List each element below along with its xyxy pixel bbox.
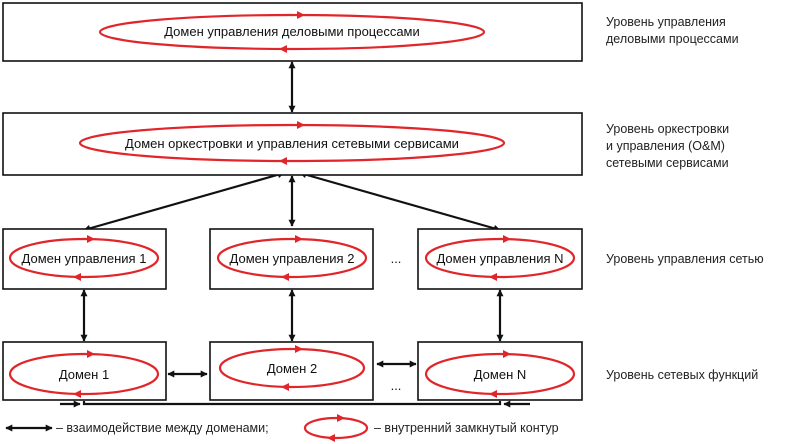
- mgmt-2-label: Домен управления 2: [230, 251, 355, 266]
- orchestration-domain-label: Домен оркестровки и управления сетевыми …: [125, 136, 459, 151]
- mgmt-n-loop: [424, 237, 576, 279]
- func-1-box: [2, 341, 167, 401]
- func-1-label: Домен 1: [59, 367, 109, 382]
- mgmt-ellipsis: ...: [391, 251, 402, 266]
- orchestration-domain-box: [2, 112, 583, 176]
- func-n-loop: [424, 352, 576, 396]
- business-loop: [98, 13, 486, 51]
- level-business-line-1: Уровень управления: [606, 15, 726, 29]
- level-network-functions: Уровень сетевых функций: [606, 368, 758, 382]
- legend-loop-ellipse: [303, 416, 369, 440]
- legend-interaction-text: – взаимодействие между доменами;: [56, 421, 269, 435]
- legend-loop-text: – внутренний замкнутый контур: [374, 421, 559, 435]
- arrow-orchestration-mgmt-1: [83, 171, 285, 232]
- bracket-func-1-func-n: [82, 401, 502, 406]
- func-1-loop: [8, 352, 160, 396]
- mgmt-1-loop: [8, 237, 160, 279]
- level-orchestration-line-1: Уровень оркестровки: [606, 122, 729, 136]
- loops: [8, 11, 576, 398]
- func-2-loop: [218, 347, 366, 389]
- func-2-label: Домен 2: [267, 361, 317, 376]
- level-orchestration-line-3: сетевыми сервисами: [606, 156, 729, 170]
- func-n-box: [417, 341, 583, 401]
- func-ellipsis: ...: [391, 378, 402, 393]
- domain-labels: Домен управления деловыми процессами Дом…: [22, 24, 564, 393]
- level-business-line-2: деловыми процессами: [606, 32, 739, 46]
- legend: – взаимодействие между доменами; – внутр…: [5, 414, 559, 442]
- connectors: [60, 61, 530, 408]
- mgmt-1-label: Домен управления 1: [22, 251, 147, 266]
- level-orchestration-line-2: и управления (O&M): [606, 139, 725, 153]
- level-network-mgmt: Уровень управления сетью: [606, 252, 764, 266]
- orchestration-loop: [78, 123, 506, 163]
- business-domain-label: Домен управления деловыми процессами: [164, 24, 420, 39]
- arrow-orchestration-mgmt-n: [299, 171, 501, 232]
- mgmt-n-label: Домен управления N: [436, 251, 563, 266]
- mgmt-2-loop: [216, 237, 368, 279]
- func-n-label: Домен N: [474, 367, 527, 382]
- func-2-box: [209, 341, 374, 401]
- level-labels: Уровень управления деловыми процессами У…: [606, 15, 764, 382]
